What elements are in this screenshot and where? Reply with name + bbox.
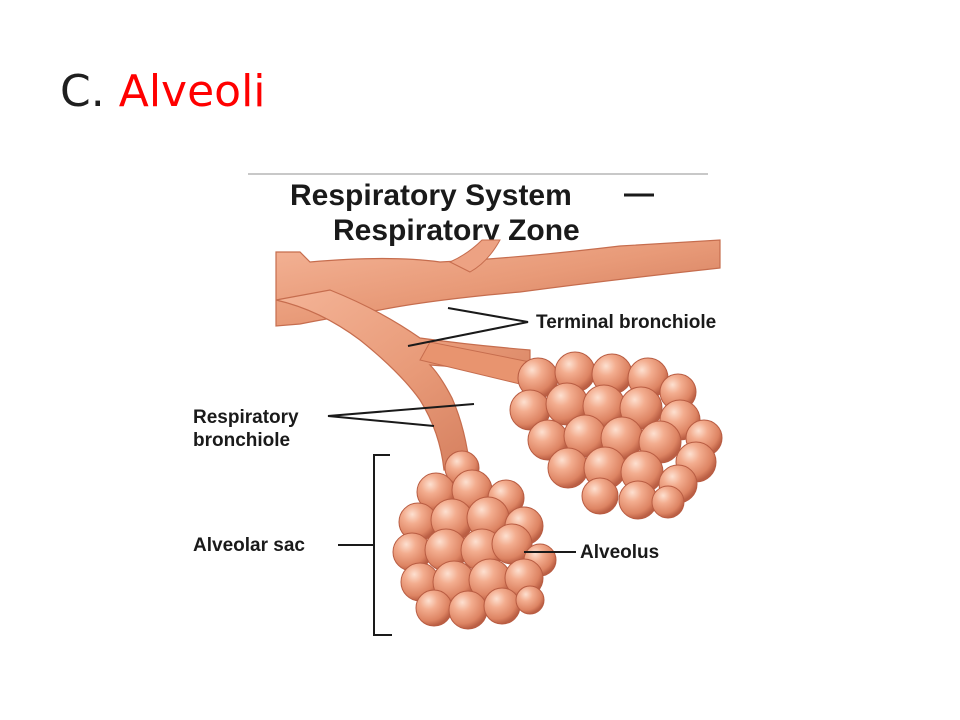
label-alveolus: Alveolus	[580, 542, 659, 563]
alveolar-sac-bracket	[373, 454, 392, 636]
figure-title-line2: Respiratory Zone	[333, 214, 580, 247]
label-terminal-bronchiole: Terminal bronchiole	[536, 312, 716, 333]
figure-title-dash: —	[624, 177, 654, 210]
slide-title-highlight: Alveoli	[118, 66, 266, 117]
figure-title-line1: Respiratory System	[290, 179, 572, 212]
label-alveolar-sac: Alveolar sac	[193, 535, 305, 556]
respiratory-bronchiole-leader	[327, 403, 475, 427]
terminal-bronchiole-leader	[407, 307, 529, 347]
slide-title: C. Alveoli	[60, 62, 266, 122]
slide-title-prefix: C.	[60, 66, 105, 117]
alveoli-cluster-right	[509, 351, 723, 520]
leader-lines	[327, 307, 576, 636]
label-respiratory-bronchiole-line1: Respiratory	[193, 407, 299, 428]
alveolar-sac-cluster	[392, 450, 557, 630]
label-respiratory-bronchiole-line2: bronchiole	[193, 430, 290, 451]
